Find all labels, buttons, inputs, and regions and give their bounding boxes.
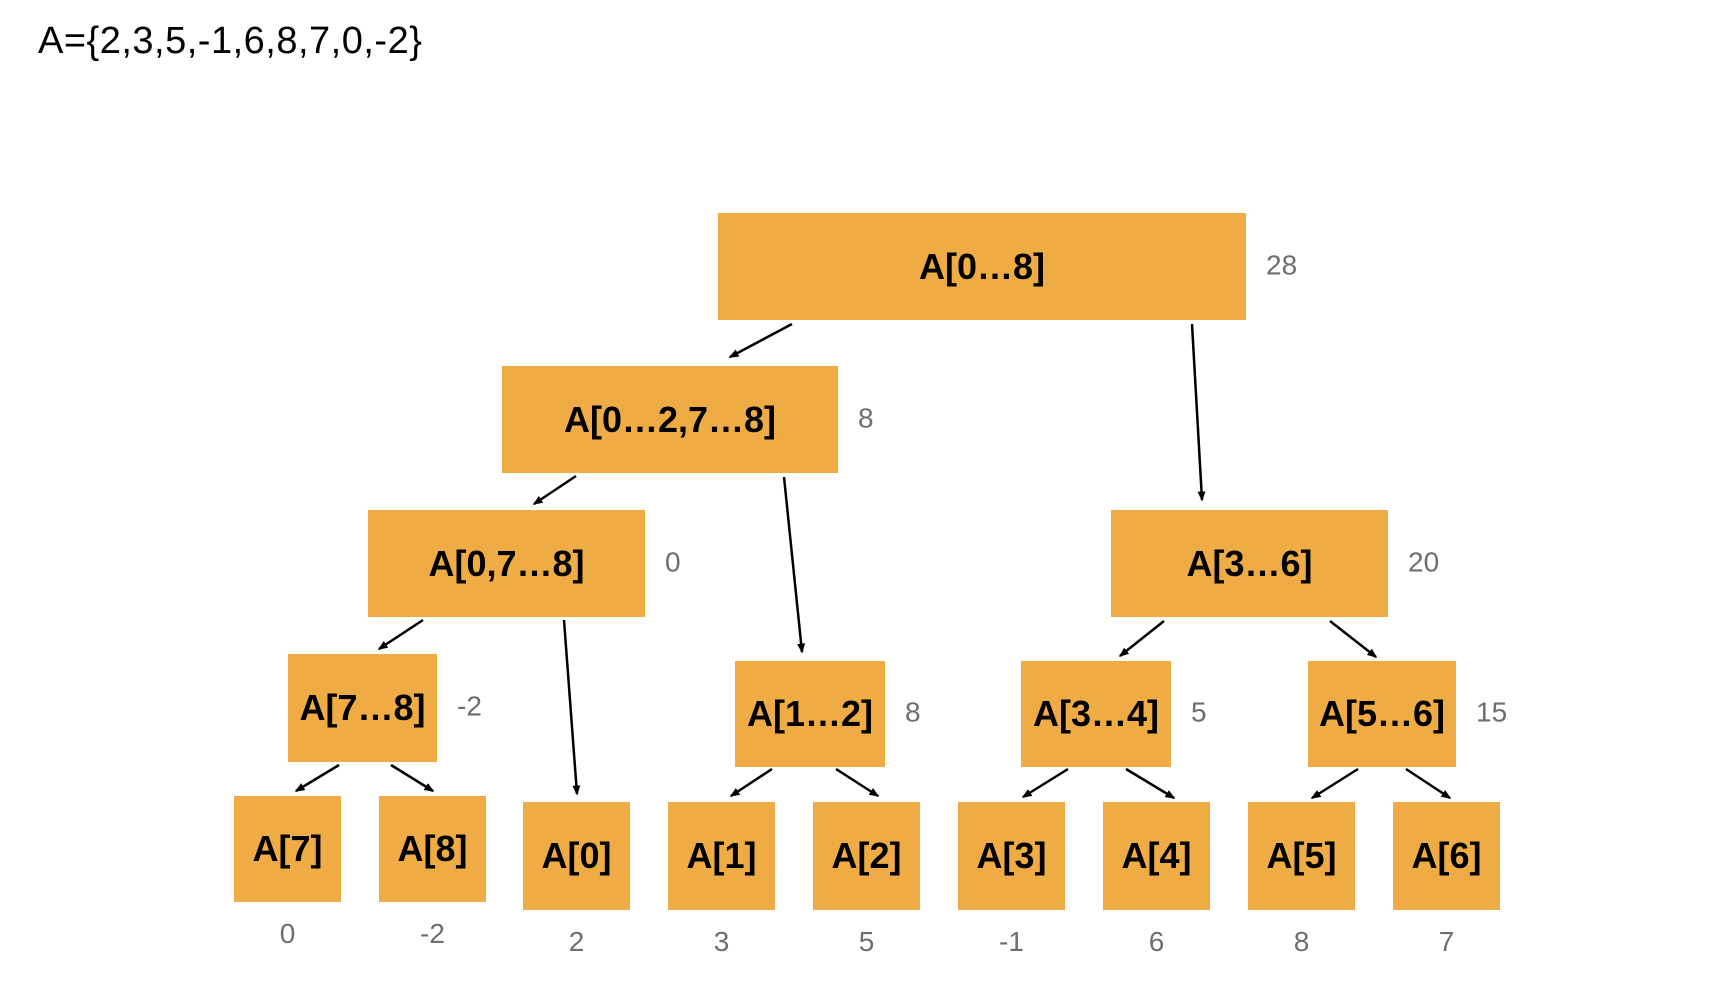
sum-annotation-range-5-6: 15	[1476, 696, 1508, 728]
tree-node-label: A[2]	[831, 835, 902, 876]
sum-annotation-range-0-7-8: 0	[665, 546, 681, 578]
tree-node-range-0-2-7-8: A[0…2,7…8]	[502, 366, 838, 473]
tree-node-range-3-6: A[3…6]	[1111, 510, 1388, 617]
sum-annotation-range-3-6: 20	[1408, 546, 1440, 578]
edge-range-0-2-7-8-to-range-0-7-8	[532, 474, 577, 506]
tree-node-leaf-7: A[7]	[234, 796, 341, 902]
tree-node-label: A[6]	[1411, 835, 1482, 876]
edge-range-3-6-to-range-5-6	[1329, 620, 1378, 658]
sum-annotation-range-7-8: -2	[457, 690, 482, 722]
tree-node-label: A[3…6]	[1186, 542, 1313, 584]
tree-node-leaf-1: A[1]	[668, 802, 775, 910]
edge-range-0-2-7-8-to-range-1-2	[782, 476, 806, 654]
tree-node-label: A[0,7…8]	[428, 542, 585, 584]
tree-node-label: A[8]	[397, 828, 468, 869]
tree-node-range-0-8: A[0…8]	[718, 213, 1246, 320]
sum-annotation-range-3-4: 5	[1191, 696, 1207, 728]
tree-node-label: A[1…2]	[746, 693, 874, 734]
edge-range-0-7-8-to-leaf-0	[562, 619, 581, 796]
array-definition-title: A={2,3,5,-1,6,8,7,0,-2}	[38, 20, 423, 62]
sum-annotation-range-0-8: 28	[1266, 249, 1298, 281]
tree-node-label: A[0…2,7…8]	[563, 398, 777, 440]
leaf-value-leaf-4: 6	[1148, 926, 1165, 957]
leaf-value-leaf-0: 2	[568, 926, 585, 957]
edge-range-0-8-to-range-3-6	[1190, 323, 1206, 502]
tree-node-label: A[1]	[686, 835, 757, 876]
edge-range-0-7-8-to-range-7-8	[377, 618, 424, 651]
leaf-value-leaf-5: 8	[1293, 926, 1310, 957]
edge-range-1-2-to-leaf-1	[729, 767, 773, 798]
edge-range-1-2-to-leaf-2	[835, 767, 880, 798]
tree-node-label: A[3…4]	[1032, 693, 1160, 734]
tree-node-leaf-5: A[5]	[1248, 802, 1355, 910]
leaf-value-leaf-7: 0	[279, 918, 296, 949]
sum-annotation-range-0-2-7-8: 8	[858, 402, 874, 434]
tree-node-range-5-6: A[5…6]	[1308, 661, 1456, 767]
edge-range-5-6-to-leaf-5	[1310, 767, 1359, 800]
edge-range-3-4-to-leaf-3	[1021, 767, 1069, 799]
edge-range-7-8-to-leaf-8	[390, 763, 435, 793]
tree-node-range-1-2: A[1…2]	[735, 661, 885, 767]
edge-range-3-6-to-range-3-4	[1118, 620, 1165, 657]
tree-node-leaf-4: A[4]	[1103, 802, 1210, 910]
tree-node-leaf-3: A[3]	[958, 802, 1065, 910]
edge-range-7-8-to-leaf-7	[294, 763, 340, 793]
edge-range-5-6-to-leaf-6	[1405, 767, 1452, 800]
tree-node-leaf-2: A[2]	[813, 802, 920, 910]
tree-node-range-3-4: A[3…4]	[1021, 661, 1171, 767]
leaf-value-leaf-6: 7	[1438, 926, 1455, 957]
leaf-value-leaf-3: -1	[999, 926, 1024, 957]
sum-annotation-range-1-2: 8	[905, 696, 921, 728]
edge-range-3-4-to-leaf-4	[1125, 767, 1176, 800]
edge-range-0-8-to-range-0-2-7-8	[728, 322, 793, 359]
tree-node-range-7-8: A[7…8]	[288, 654, 437, 762]
leaf-value-leaf-8: -2	[420, 918, 445, 949]
tree-node-label: A[5]	[1266, 835, 1337, 876]
leaf-value-leaf-2: 5	[858, 926, 875, 957]
tree-node-label: A[3]	[976, 835, 1047, 876]
tree-node-leaf-8: A[8]	[379, 796, 486, 902]
tree-node-label: A[5…6]	[1318, 693, 1446, 734]
tree-node-leaf-0: A[0]	[523, 802, 630, 910]
tree-node-range-0-7-8: A[0,7…8]	[368, 510, 645, 617]
leaf-value-leaf-1: 3	[713, 926, 730, 957]
tree-node-label: A[4]	[1121, 835, 1192, 876]
tree-node-leaf-6: A[6]	[1393, 802, 1500, 910]
tree-node-label: A[0]	[541, 835, 612, 876]
tree-node-label: A[7…8]	[299, 687, 426, 728]
tree-node-label: A[7]	[252, 828, 323, 869]
tree-node-label: A[0…8]	[918, 245, 1046, 287]
